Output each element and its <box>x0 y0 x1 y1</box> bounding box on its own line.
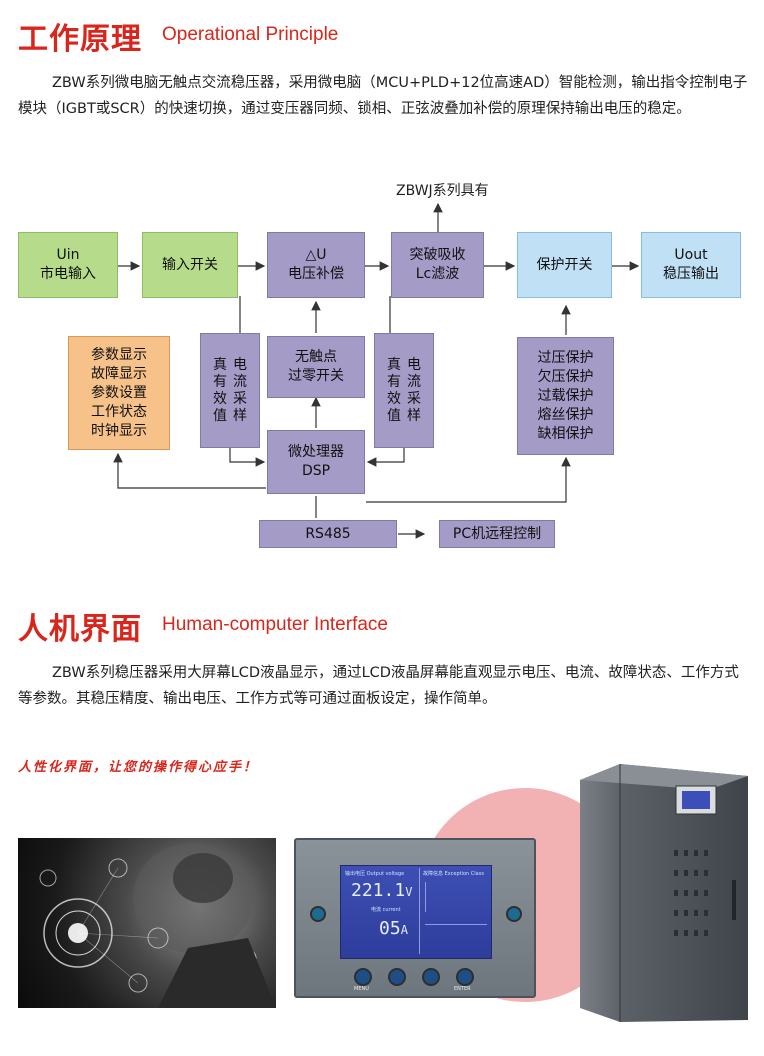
sensor-right-col1: 真有效值 <box>387 356 401 424</box>
rs485-label: RS485 <box>305 525 351 542</box>
protect-switch-label: 保护开关 <box>536 256 593 273</box>
zero-switch-sub: 过零开关 <box>288 368 344 384</box>
display-item: 参数显示 <box>91 346 147 363</box>
menu-button[interactable] <box>354 968 372 986</box>
sensor-right-box: 真有效值 电流采样 <box>374 333 434 448</box>
right-arrow-button[interactable] <box>422 968 440 986</box>
lcd-exception-label: 故障信息 Exception Class <box>423 871 484 877</box>
filter-box: 突破吸收 Lc滤波 <box>391 232 484 298</box>
rs485-box: RS485 <box>259 520 397 548</box>
display-item: 工作状态 <box>91 403 147 420</box>
filter-label: 突破吸收 <box>409 247 466 263</box>
lcd-voltage-unit: V <box>405 885 413 899</box>
du-sub: 电压补偿 <box>288 266 344 282</box>
protect-list-box: 过压保护 欠压保护 过载保护 熔丝保护 缺相保护 <box>517 337 614 455</box>
zero-switch-label: 无触点 <box>295 349 337 365</box>
lcd-voltage-label: 输出电压 Output voltage <box>345 871 405 877</box>
section1-title-cn: 工作原理 <box>18 22 142 57</box>
control-panel: 输出电压 Output voltage 221.1V 电流 current 05… <box>294 838 536 998</box>
businessman-photo <box>18 838 276 1008</box>
arrow-cpu-protect <box>366 456 571 503</box>
uin-label: Uin <box>56 247 80 263</box>
right-knob-icon[interactable] <box>506 906 522 922</box>
protect-switch-box: 保护开关 <box>517 232 612 298</box>
input-switch-label: 输入开关 <box>162 256 218 273</box>
pc-box: PC机远程控制 <box>439 520 555 548</box>
lcd-divider <box>419 868 420 954</box>
lcd-voltage-value: 221.1 <box>351 880 406 901</box>
protect-item: 熔丝保护 <box>537 406 594 423</box>
uout-label: Uout <box>674 247 708 263</box>
lcd-current-value: 05 <box>379 918 401 939</box>
lcd-current-unit: A <box>400 923 408 937</box>
enter-button[interactable] <box>456 968 474 986</box>
sensor-left-col1: 真有效值 <box>213 356 227 424</box>
section2-title-cn: 人机界面 <box>18 612 142 647</box>
menu-label: MENU <box>354 986 369 992</box>
filter-sub: Lc滤波 <box>415 266 460 282</box>
lcd-current-label: 电流 current <box>371 907 401 913</box>
display-item: 时钟显示 <box>91 422 147 439</box>
protect-item: 过压保护 <box>537 349 594 366</box>
section2-title-en: Human-computer Interface <box>162 614 388 635</box>
input-switch-box: 输入开关 <box>142 232 238 298</box>
cpu-label: 微处理器 <box>288 444 344 460</box>
left-arrow-button[interactable] <box>388 968 406 986</box>
display-item: 故障显示 <box>91 365 147 382</box>
sensor-right-col2: 电流采样 <box>407 356 421 424</box>
uin-box: Uin 市电输入 <box>18 232 118 298</box>
display-box: 参数显示 故障显示 参数设置 工作状态 时钟显示 <box>68 336 170 450</box>
section1-paragraph: ZBW系列微电脑无触点交流稳压器，采用微电脑（MCU+PLD+12位高速AD）智… <box>18 75 748 117</box>
uout-box: Uout 稳压输出 <box>641 232 741 298</box>
lcd-phase-list <box>425 882 440 912</box>
display-item: 参数设置 <box>91 384 147 401</box>
zero-switch-box: 无触点 过零开关 <box>267 336 365 398</box>
protect-item: 过载保护 <box>537 387 594 404</box>
sensor-left-col2: 电流采样 <box>233 356 247 424</box>
uin-sub: 市电输入 <box>40 266 96 282</box>
zbwj-label: ZBWJ系列具有 <box>396 183 489 199</box>
arrow-sensor-right-cpu <box>366 448 405 467</box>
section2-paragraph: ZBW系列稳压器采用大屏幕LCD液晶显示，通过LCD液晶屏幕能直观显示电压、电流… <box>18 665 739 707</box>
lcd-screen: 输出电压 Output voltage 221.1V 电流 current 05… <box>340 865 492 959</box>
cpu-sub: DSP <box>301 463 331 479</box>
du-label: △U <box>305 247 327 263</box>
enter-label: ENTER <box>454 986 471 992</box>
holo-interface-graphic <box>39 843 276 1008</box>
stabilizer-cabinet <box>580 764 748 1022</box>
protect-item: 缺相保护 <box>537 425 594 442</box>
uout-sub: 稳压输出 <box>663 266 719 282</box>
protect-item: 欠压保护 <box>537 368 594 385</box>
du-box: △U 电压补偿 <box>267 232 365 298</box>
sensor-left-box: 真有效值 电流采样 <box>200 333 260 448</box>
left-knob-icon[interactable] <box>310 906 326 922</box>
diagram-connectors <box>113 202 640 539</box>
tagline: 人性化界面，让您的操作得心应手！ <box>18 760 259 775</box>
arrow-sensor-left-cpu <box>229 448 266 467</box>
arrow-cpu-display <box>113 452 266 489</box>
cpu-box: 微处理器 DSP <box>267 430 365 494</box>
pc-label: PC机远程控制 <box>452 525 542 542</box>
section1-title-en: Operational Principle <box>162 24 339 45</box>
lcd-mode-area <box>425 924 487 953</box>
